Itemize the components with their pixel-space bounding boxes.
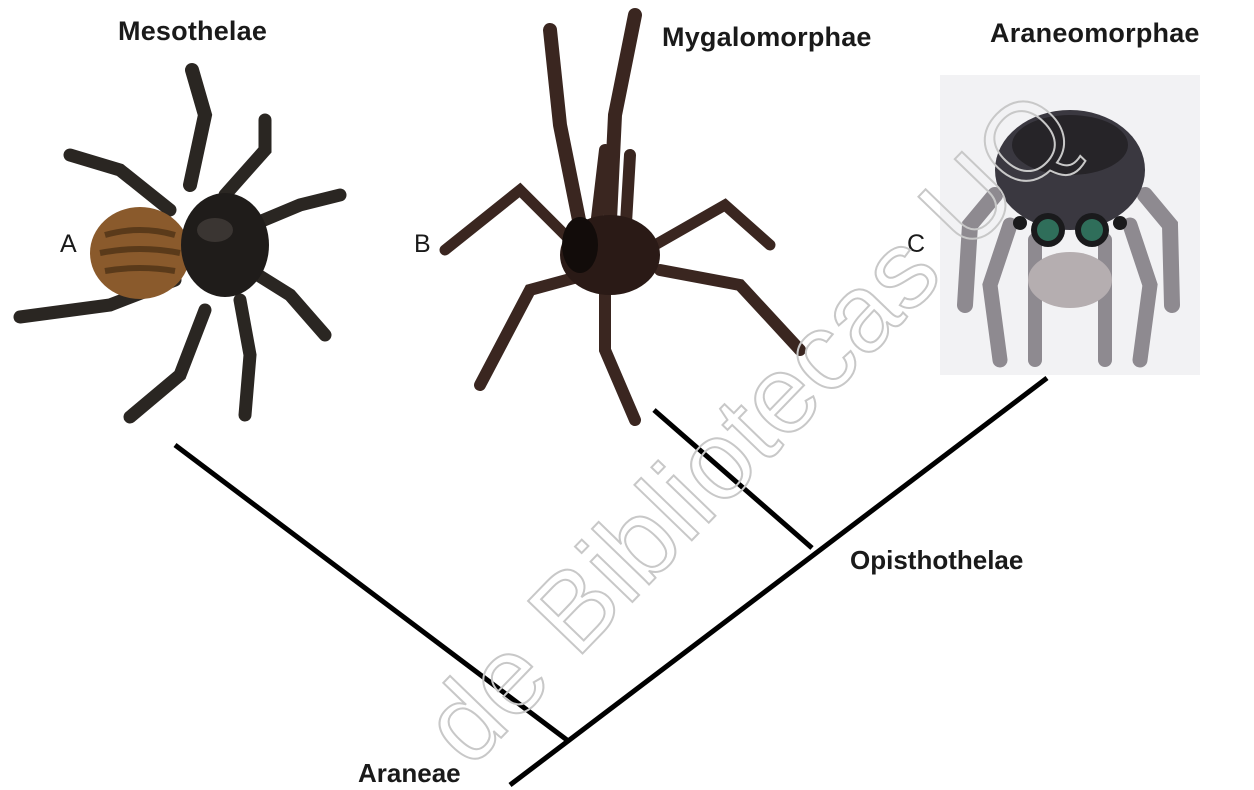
branch-root-to-araneomorphae bbox=[510, 378, 1047, 785]
branch-mygalomorphae bbox=[654, 410, 812, 548]
branch-mesothelae bbox=[175, 445, 567, 740]
